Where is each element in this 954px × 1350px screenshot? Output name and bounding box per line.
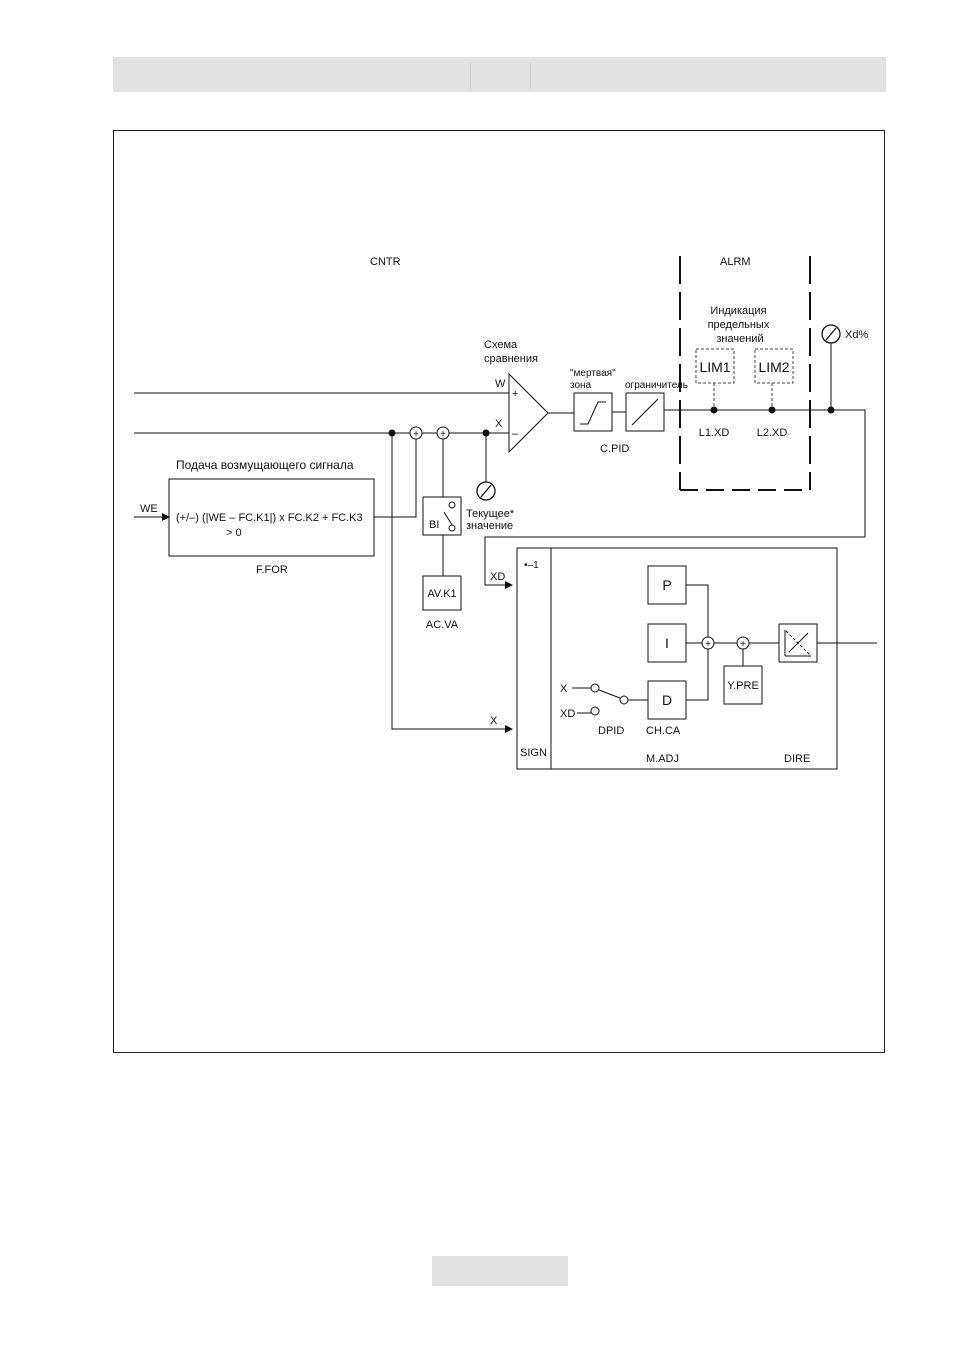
x-input-label: X xyxy=(490,715,498,727)
we-label: WE xyxy=(140,503,158,515)
lim1-label: LIM1 xyxy=(699,359,730,375)
ffor-label: F.FOR xyxy=(256,564,288,576)
xd-percent-label: Xd% xyxy=(845,329,868,341)
l1-junction-dot xyxy=(711,407,718,414)
minus-sign: – xyxy=(512,428,519,440)
ypre-sum-sign: + xyxy=(740,639,746,650)
xd-gauge-icon xyxy=(822,325,840,410)
dead-zone-label: "мертвая" зона xyxy=(570,368,618,391)
formula-line-2: > 0 xyxy=(226,527,242,539)
current-value-label: Текущее* значение xyxy=(466,508,517,532)
plus-sign: + xyxy=(512,388,518,400)
i-label: I xyxy=(665,635,669,651)
formula-line-1: (+/–) (|WE – FC.K1|) x FC.K2 + FC.K3 xyxy=(176,512,363,524)
sum-junction-1-sign: + xyxy=(413,429,419,440)
dpid-label: DPID xyxy=(598,725,624,737)
footer-bar xyxy=(432,1256,568,1286)
l1xd-label: L1.XD xyxy=(699,427,730,439)
invert-label: •–1 xyxy=(524,560,539,571)
x-label: X xyxy=(495,418,503,430)
comparison-label: Схема сравнения xyxy=(484,339,538,365)
d-label: D xyxy=(662,692,672,708)
cntr-label: CNTR xyxy=(370,256,401,268)
alrm-label: ALRM xyxy=(720,256,751,268)
l2xd-label: L2.XD xyxy=(757,427,788,439)
acva-label: AC.VA xyxy=(426,619,459,631)
pid-sum-sign: + xyxy=(705,639,711,650)
disturbance-to-sum-line xyxy=(374,439,416,517)
xd-junction-dot xyxy=(828,407,835,414)
limit-indication-label: Индикация предельных значений xyxy=(708,305,773,345)
ypre-label: Y.PRE xyxy=(727,680,759,692)
chca-label: CH.CA xyxy=(646,725,681,737)
selector-x-label: X xyxy=(560,683,568,695)
avk1-label: AV.K1 xyxy=(427,588,456,600)
disturbance-title: Подача возмущающего сигнала xyxy=(176,458,354,472)
dire-label: DIRE xyxy=(784,753,810,765)
sign-label: SIGN xyxy=(520,747,547,759)
sum-junction-2-sign: + xyxy=(440,429,446,440)
xd-input-label: XD xyxy=(490,571,505,583)
selector-xd-label: XD xyxy=(560,708,575,720)
cpid-label: C.PID xyxy=(600,443,629,455)
p-label: P xyxy=(662,577,671,593)
current-value-gauge-icon xyxy=(477,482,495,500)
lim2-label: LIM2 xyxy=(758,359,789,375)
bi-label: BI xyxy=(429,519,439,531)
limiter-label: ограничитель xyxy=(625,380,688,391)
l2-junction-dot xyxy=(769,407,776,414)
comparator-triangle xyxy=(509,374,548,452)
w-label: W xyxy=(495,378,506,390)
madj-label: M.ADJ xyxy=(646,753,679,765)
